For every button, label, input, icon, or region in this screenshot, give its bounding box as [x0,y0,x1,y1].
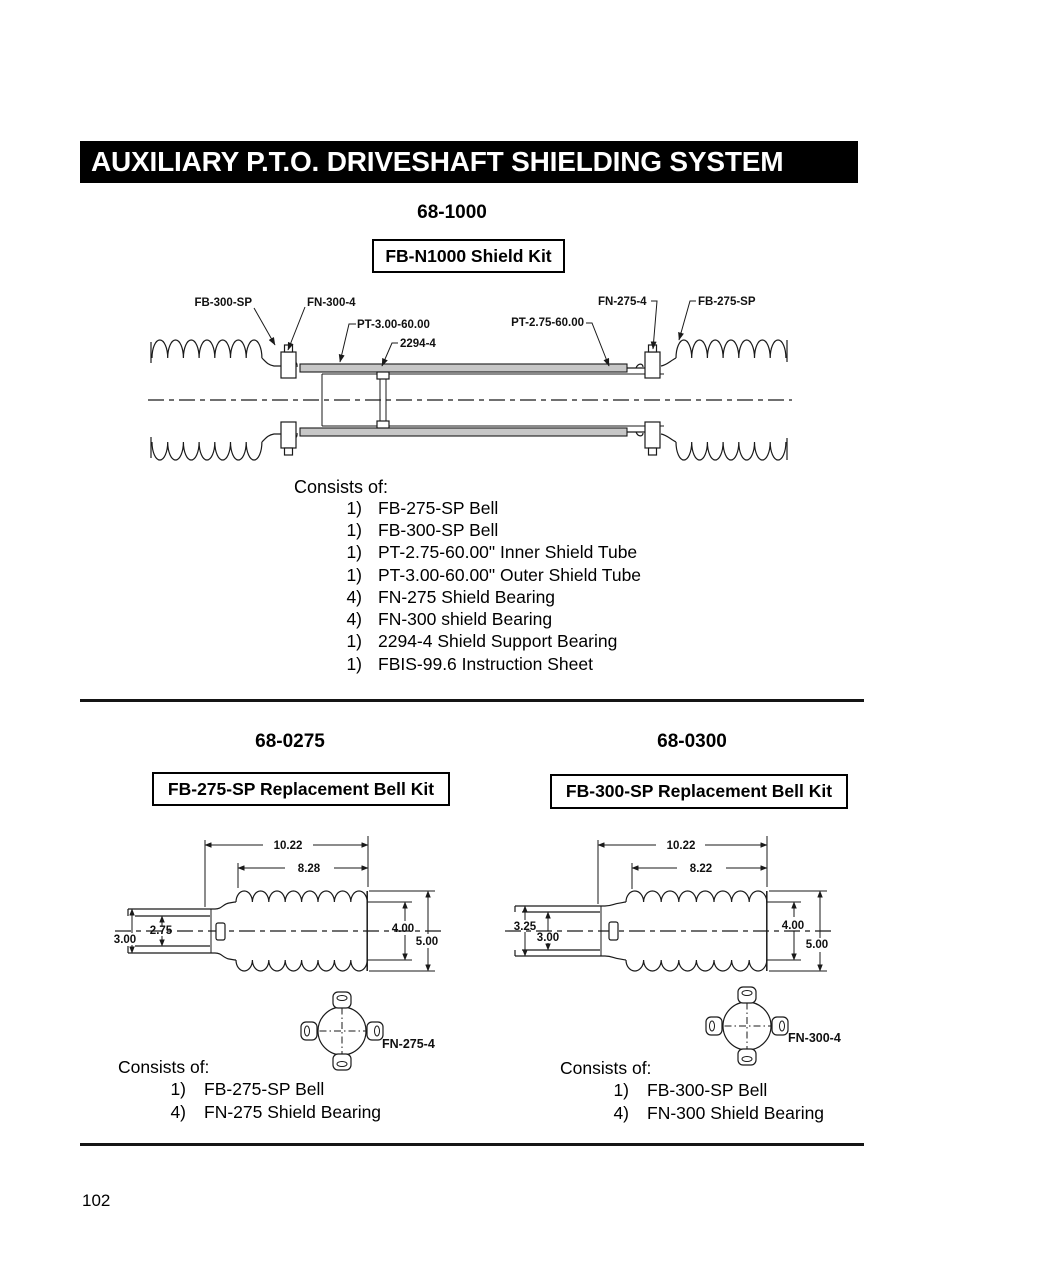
dim-overall-length: 10.22 [274,840,303,852]
dim-bell-diameter: 5.00 [416,936,438,948]
shield-bearing-mark [215,922,226,941]
universal-joint-cross-300: FN-300-4 [705,986,841,1066]
label-2294-4: 2294-4 [400,338,436,350]
item-qty: 1) [346,564,362,585]
kit-275-part-number: 68-0275 [255,731,325,752]
bell-neck [514,905,600,957]
item-qty: 4) [346,586,362,607]
leader-lines [253,300,696,367]
item-desc: PT-3.00-60.00" Outer Shield Tube [378,564,642,585]
item-desc: FB-275-SP Bell [204,1078,325,1099]
bellows-right [675,339,788,461]
dimension-lines [129,836,435,972]
list-item: 4) FN-300 shield Bearing [336,608,641,630]
item-qty: 1) [346,542,362,563]
shield-bearing-right [644,344,661,456]
item-desc: FBIS-99.6 Instruction Sheet [378,653,593,674]
kit-300-name-box: FB-300-SP Replacement Bell Kit [550,774,848,809]
item-qty: 1) [346,631,362,652]
dim-outer-diameter: 3.00 [114,934,136,946]
item-qty: 1) [613,1079,629,1100]
dim-shield-diameter: 4.00 [392,923,414,935]
list-item: 4) FN-275 Shield Bearing [170,1101,381,1124]
bell-bellows [210,890,368,972]
item-qty: 1) [346,519,362,540]
label-fn-275-4: FN-275-4 [598,296,647,308]
dim-overall-length: 10.22 [667,840,696,852]
dim-bell-diameter: 5.00 [806,939,828,951]
list-item: 1) FB-300-SP Bell [613,1079,824,1102]
dim-shield-diameter: 4.00 [782,920,804,932]
item-qty: 1) [346,653,362,674]
list-item: 1) FBIS-99.6 Instruction Sheet [336,653,641,675]
bell-neck [127,908,210,954]
item-desc: FB-300-SP Bell [647,1079,768,1100]
item-desc: FN-275 Shield Bearing [378,586,556,607]
page-number: 102 [82,1191,111,1210]
bell-right [627,363,645,437]
main-consists-list: 1) FB-275-SP Bell 1) FB-300-SP Bell 1) PT-2… [336,497,641,675]
list-item: 1) PT-3.00-60.00" Outer Shield Tube [336,564,641,586]
list-item: 4) FN-300 Shield Bearing [613,1102,824,1125]
item-desc: FB-300-SP Bell [378,519,499,540]
label-fb-300-sp: FB-300-SP [194,297,252,309]
item-desc: 2294-4 Shield Support Bearing [378,631,618,652]
bellows-left [150,339,263,461]
label-fb-275-sp: FB-275-SP [698,296,756,308]
label-fn-300-4: FN-300-4 [788,1031,841,1045]
bell-bellows [600,890,768,972]
dim-inner-diameter: 2.75 [150,925,173,937]
shield-assembly-diagram: FB-300-SP FN-300-4 PT-3.00-60.00 2294-4 … [148,296,792,461]
item-qty: 1) [346,497,362,518]
kit-275-name-box: FB-275-SP Replacement Bell Kit [152,772,450,806]
kit-275-consists-list: 1) FB-275-SP Bell 4) FN-275 Shield Bearing [170,1078,381,1124]
item-desc: FN-300 shield Bearing [378,609,553,630]
label-pt-2-75: PT-2.75-60.00 [511,317,584,329]
item-desc: FN-275 Shield Bearing [204,1101,382,1122]
shield-bearing-mark [608,921,619,941]
section-divider [80,699,864,702]
item-qty: 4) [170,1101,186,1122]
main-consists-heading: Consists of: [294,477,389,497]
kit-300-consists-heading: Consists of: [560,1058,652,1078]
page-title: AUXILIARY P.T.O. DRIVESHAFT SHIELDING SY… [80,141,858,183]
dim-inner-diameter: 3.00 [537,932,559,944]
list-item: 1) PT-2.75-60.00" Inner Shield Tube [336,542,641,564]
item-desc: PT-2.75-60.00" Inner Shield Tube [378,542,638,563]
item-desc: FB-275-SP Bell [378,497,499,518]
label-pt-3-00: PT-3.00-60.00 [357,319,430,331]
bell-275-dimension-drawing: 10.22 8.28 2.75 3.00 4.00 5.00 [114,836,442,972]
shield-support-bearing [376,371,390,429]
item-qty: 4) [346,609,362,630]
kit-300-consists-list: 1) FB-300-SP Bell 4) FN-300 Shield Bearing [613,1079,824,1125]
dim-outer-diameter: 3.25 [514,921,537,933]
cross-bearing-icon [300,991,384,1071]
kit-300-part-number: 68-0300 [657,731,727,752]
label-fn-275-4: FN-275-4 [382,1037,435,1051]
footer-divider [80,1143,864,1146]
item-qty: 4) [613,1102,629,1123]
list-item: 1) FB-275-SP Bell [336,497,641,519]
universal-joint-cross-275: FN-275-4 [300,991,435,1071]
dim-bellows-length: 8.28 [298,863,321,875]
label-fn-300-4: FN-300-4 [307,297,356,309]
item-desc: FN-300 Shield Bearing [647,1102,825,1123]
cross-bearing-icon [705,986,789,1066]
main-kit-part-number: 68-1000 [417,202,487,223]
list-item: 1) FB-300-SP Bell [336,519,641,541]
bell-300-dimension-drawing: 10.22 8.22 3.25 3.00 4.00 5.00 [505,836,832,972]
list-item: 1) 2294-4 Shield Support Bearing [336,631,641,653]
kit-275-consists-heading: Consists of: [118,1057,210,1077]
shield-bearing-left [280,344,297,456]
main-kit-name-box: FB-N1000 Shield Kit [372,239,565,273]
list-item: 1) FB-275-SP Bell [170,1078,381,1101]
dimension-lines [522,836,827,972]
dim-bellows-length: 8.22 [690,863,712,875]
item-qty: 1) [170,1078,186,1099]
list-item: 4) FN-275 Shield Bearing [336,586,641,608]
